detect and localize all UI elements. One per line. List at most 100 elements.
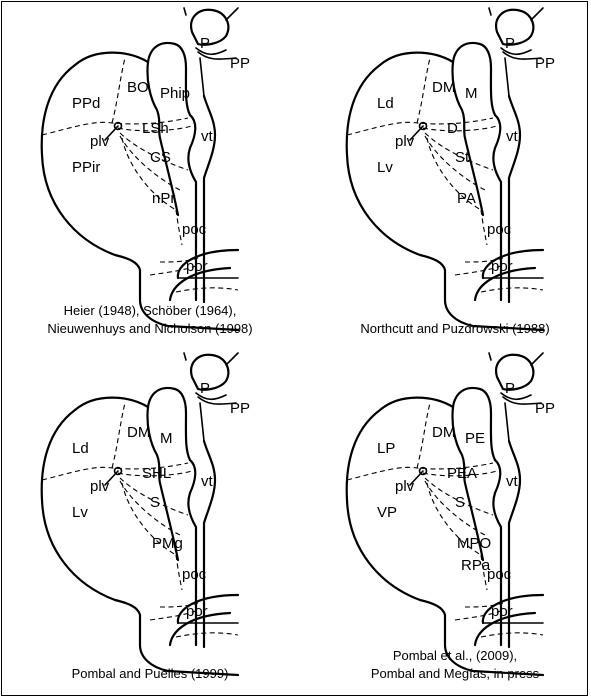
label-band-2: St xyxy=(455,149,470,166)
band-2 xyxy=(424,132,494,171)
preoptic-curve xyxy=(473,266,537,302)
optic-recess-top xyxy=(176,593,240,625)
label-pp: PP xyxy=(535,400,555,417)
paraphysis-outline xyxy=(495,353,535,391)
pp-line-1 xyxy=(195,392,227,401)
dorsal-lobe-outline xyxy=(451,386,497,462)
label-lower-left: PPir xyxy=(72,159,100,176)
por-dash xyxy=(175,632,239,638)
label-upper-mid: DM xyxy=(432,424,455,441)
label-upper-right: M xyxy=(160,430,173,447)
band-4 xyxy=(426,482,482,556)
medial-wall xyxy=(451,405,485,562)
hemisphere-outline xyxy=(40,51,240,332)
caption-line-2: Northcutt and Puzdrowski (1988) xyxy=(360,321,549,336)
pp-line-2 xyxy=(197,51,237,60)
ventricle-wall-right xyxy=(507,439,522,649)
label-upper-left: Ld xyxy=(377,95,394,112)
dorsal-lobe-outline xyxy=(146,386,192,462)
label-vt: vt xyxy=(506,473,519,490)
label-plv: plv xyxy=(90,478,110,495)
label-por: por xyxy=(491,603,513,620)
paraphysis-outline xyxy=(190,353,230,391)
plv-pointer xyxy=(409,125,424,141)
caption-line-1: Pombal et al., (2009), xyxy=(393,648,517,663)
band-1 xyxy=(117,125,193,132)
label-p: P xyxy=(505,380,515,397)
label-poc: poc xyxy=(487,221,512,238)
caption-line-2: Pombal and Puelles (1999) xyxy=(72,666,229,681)
label-upper-right: PE xyxy=(465,430,485,447)
preoptic-curve xyxy=(473,611,537,647)
label-lower-left: Lv xyxy=(377,159,393,176)
band-5 xyxy=(175,554,183,591)
preoptic-curve xyxy=(168,266,232,302)
paraphysis-stalk-left xyxy=(183,352,187,361)
band-5 xyxy=(175,209,183,246)
pallial-vertical-boundary xyxy=(416,57,431,124)
label-band-2: S xyxy=(150,494,160,511)
label-upper-mid: BO xyxy=(127,79,149,96)
paraphysis-stalk-right xyxy=(225,352,239,366)
poc-dash-2 xyxy=(149,263,201,276)
optic-recess-top xyxy=(481,593,545,625)
ventricle-wall-left xyxy=(187,113,198,302)
label-poc: poc xyxy=(487,566,512,583)
hemisphere-outline xyxy=(40,396,240,677)
label-band-3: MPO xyxy=(457,535,491,552)
caption-line-2: Nieuwenhuys and Nicholson (1998) xyxy=(47,321,252,336)
label-p: P xyxy=(200,380,210,397)
poc-dash-1 xyxy=(464,602,504,608)
band-1 xyxy=(422,125,498,132)
label-band-3: nPr xyxy=(152,190,175,207)
label-por: por xyxy=(186,603,208,620)
lateral-ventricle-marker xyxy=(113,466,123,476)
lateral-ventricle-marker xyxy=(113,121,123,131)
label-poc: poc xyxy=(182,221,207,238)
band-4 xyxy=(426,137,482,211)
ventricle-wall-left xyxy=(187,458,198,647)
label-plv: plv xyxy=(395,133,415,150)
label-por: por xyxy=(186,258,208,275)
ventricle-roof xyxy=(199,57,205,97)
paraphysis-outline xyxy=(190,8,230,46)
label-band-3: PMg xyxy=(152,535,183,552)
label-band-1: SHL xyxy=(142,465,171,482)
caption-line-2: Pombal and Megías, in press xyxy=(371,666,540,681)
label-poc: poc xyxy=(182,566,207,583)
hemisphere-outline xyxy=(345,51,545,332)
label-band-1: PEA xyxy=(447,465,477,482)
label-pp: PP xyxy=(535,55,555,72)
paraphysis-outline xyxy=(495,8,535,46)
label-vt: vt xyxy=(506,128,519,145)
label-pp: PP xyxy=(230,400,250,417)
label-lower-left: VP xyxy=(377,504,397,521)
pp-line-1 xyxy=(500,47,532,56)
label-upper-mid: DM xyxy=(432,79,455,96)
caption-line-1: Heier (1948), Schöber (1964), xyxy=(64,303,237,318)
band-2 xyxy=(424,477,494,516)
label-band-2: S xyxy=(455,494,465,511)
poc-dash-1 xyxy=(159,602,199,608)
label-band-1: D xyxy=(447,120,458,137)
pallial-vertical-boundary xyxy=(111,57,126,124)
band-4 xyxy=(121,482,177,556)
band-5 xyxy=(480,209,488,246)
medial-wall xyxy=(146,60,180,217)
band-1 xyxy=(422,470,498,477)
label-vt: vt xyxy=(201,473,214,490)
poc-dash-2 xyxy=(454,263,506,276)
label-plv: plv xyxy=(90,133,110,150)
pp-line-2 xyxy=(502,51,542,60)
optic-recess-top xyxy=(176,248,240,280)
band-1 xyxy=(117,470,193,477)
band-2 xyxy=(119,477,189,516)
pp-line-2 xyxy=(197,396,237,405)
dorsal-lobe-outline xyxy=(146,41,192,117)
poc-dash-2 xyxy=(149,608,201,621)
por-dash xyxy=(480,632,544,638)
label-pp: PP xyxy=(230,55,250,72)
